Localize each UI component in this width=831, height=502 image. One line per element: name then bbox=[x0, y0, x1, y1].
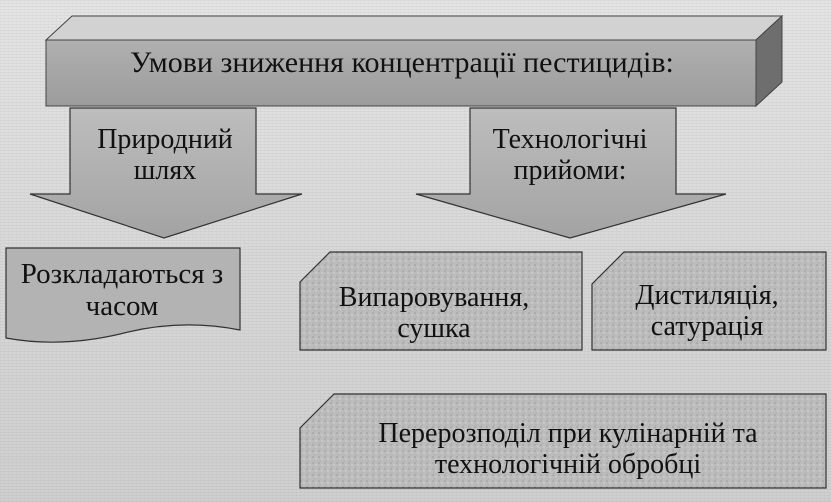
distillation-box bbox=[591, 251, 827, 351]
natural-path-arrow bbox=[29, 107, 303, 239]
evaporation-box bbox=[299, 251, 583, 351]
tech-methods-label: Технологічні прийоми: bbox=[492, 124, 648, 187]
decomposition-box bbox=[5, 247, 241, 343]
title-bar bbox=[44, 14, 784, 108]
diagram-title: Умови зниження концентрації пестицидів: bbox=[130, 46, 674, 79]
redistribution-box bbox=[299, 393, 827, 489]
redistribution-label: Перерозподіл при кулінарній та технологі… bbox=[378, 418, 758, 481]
evaporation-label: Випаровування, сушка bbox=[338, 282, 530, 345]
distillation-label: Дистиляція, сатурація bbox=[635, 280, 779, 343]
tech-methods-arrow bbox=[415, 107, 727, 239]
decomposition-label: Розкладаються з часом bbox=[20, 258, 224, 323]
natural-path-label: Природний шлях bbox=[97, 124, 233, 187]
